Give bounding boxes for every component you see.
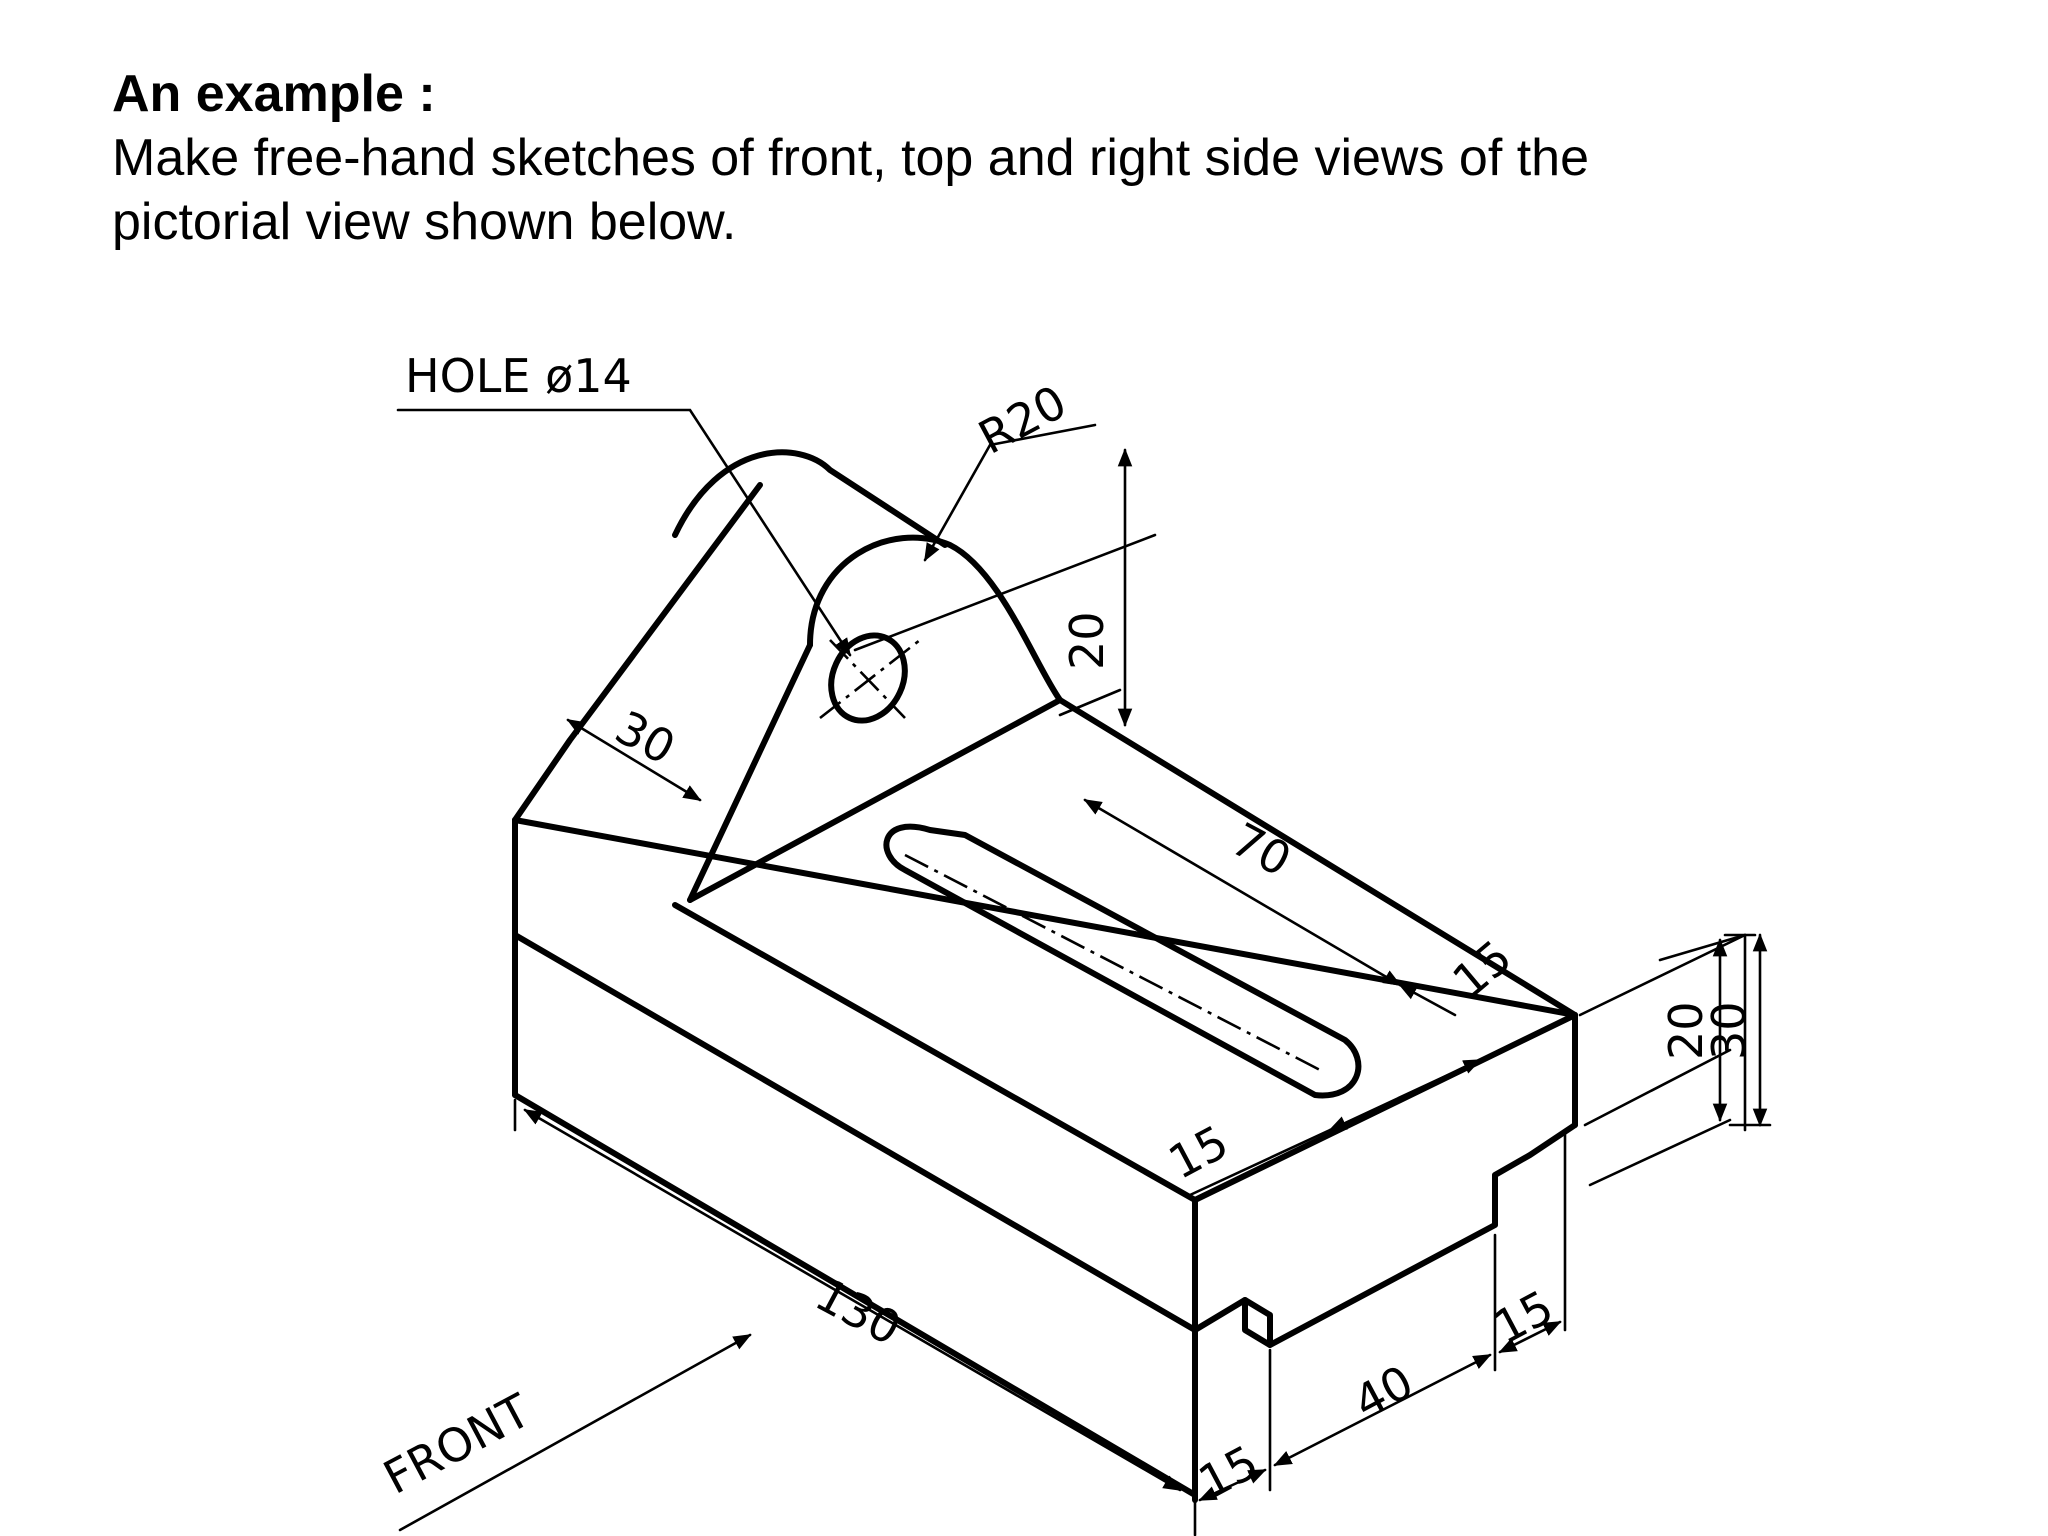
base-top-right-edge bbox=[1192, 1012, 1578, 1203]
upright-left-edge bbox=[512, 482, 763, 823]
instruction-text: Make free-hand sketches of front, top an… bbox=[112, 129, 1590, 251]
dim-step-height: 20 bbox=[1659, 1001, 1713, 1060]
dim-overall-length: 130 bbox=[807, 1267, 910, 1356]
dim-slot-length: 70 bbox=[1223, 812, 1300, 887]
dim-upright-thickness: 30 bbox=[607, 700, 684, 775]
groove-inner bbox=[1242, 1297, 1273, 1348]
dim-hole-height: 20 bbox=[1060, 611, 1114, 670]
upright-arc-back bbox=[672, 449, 948, 548]
example-heading: An example : bbox=[112, 65, 436, 123]
base-top-front-edge bbox=[672, 902, 1198, 1203]
base-front-top-edge bbox=[512, 932, 1198, 1333]
dim-groove-offset: 40 bbox=[1345, 1355, 1422, 1430]
upright-arc-front bbox=[807, 534, 1063, 703]
dim-groove-right: 15 bbox=[1485, 1280, 1562, 1355]
upright-front-left-edge bbox=[687, 642, 813, 903]
groove-outline bbox=[1192, 1122, 1578, 1348]
upright-base-line bbox=[687, 697, 1063, 903]
object-outline bbox=[512, 449, 1578, 1503]
front-label: FRONT bbox=[375, 1383, 540, 1505]
dim-overall-height: 30 bbox=[1702, 1001, 1756, 1060]
hole-label: HOLE ø14 bbox=[405, 349, 632, 403]
slot-outline bbox=[883, 823, 1362, 1099]
